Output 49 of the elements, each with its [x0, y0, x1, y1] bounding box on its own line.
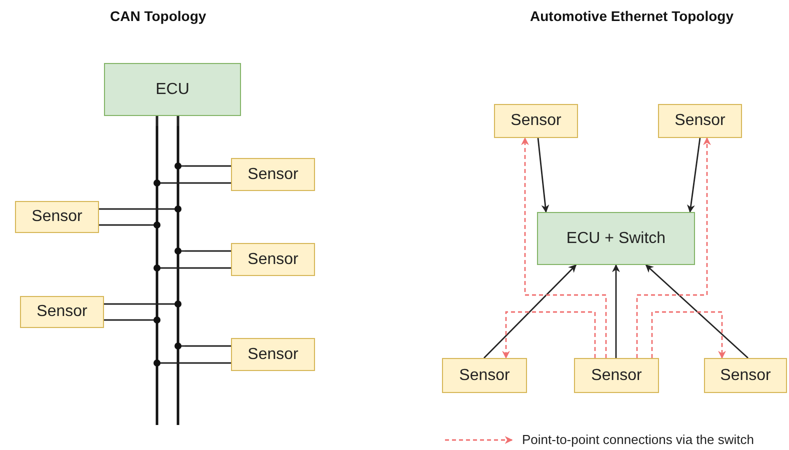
- sensor-box: [574, 358, 659, 393]
- wire: [185, 345, 231, 347]
- wire: [99, 208, 150, 210]
- section-heading: Automotive Ethernet Topology: [530, 8, 734, 24]
- node-label: Sensor: [591, 366, 642, 384]
- wire: [156, 116, 158, 126]
- wire: [185, 250, 231, 252]
- node-label: Sensor: [459, 366, 510, 384]
- node-label: Sensor: [248, 166, 298, 184]
- node-label: Sensor: [248, 250, 298, 268]
- sensor-box: [15, 201, 99, 233]
- sensor-box: [231, 338, 315, 371]
- sensor-box: [231, 158, 315, 191]
- node-label: ECU + Switch: [566, 230, 666, 248]
- arrow: [612, 264, 620, 358]
- sensor-box: [20, 296, 104, 328]
- legend-text: Point-to-point connections via the switch: [522, 432, 754, 447]
- wire: [176, 116, 180, 126]
- wire: [104, 319, 150, 321]
- arrow: [687, 138, 701, 213]
- wire: [185, 165, 231, 167]
- node-label: Sensor: [720, 366, 771, 384]
- sensor-box: [704, 358, 787, 393]
- node-label: Sensor: [510, 112, 562, 130]
- node-label: Sensor: [674, 112, 726, 130]
- sensor-box: [494, 104, 578, 138]
- node-label: Sensor: [248, 346, 298, 364]
- arrow: [645, 264, 748, 359]
- section-heading: CAN Topology: [110, 8, 206, 24]
- arrow: [484, 264, 577, 358]
- wire: [185, 182, 231, 184]
- dashed-arrow: [521, 137, 607, 358]
- wire: [185, 267, 231, 269]
- node-label: ECU: [156, 80, 190, 98]
- wire: [99, 224, 150, 226]
- sensor-box: [442, 358, 527, 393]
- dashed-arrow: [636, 137, 711, 358]
- dashed-arrow: [651, 311, 726, 359]
- node-label: Sensor: [32, 208, 82, 226]
- bus-drawing: [150, 126, 185, 425]
- sensor-box: [658, 104, 742, 138]
- controller-box: [537, 212, 695, 265]
- wire: [104, 303, 150, 305]
- dashed-arrow: [502, 311, 596, 359]
- sensor-box: [231, 243, 315, 276]
- node-label: Sensor: [36, 303, 88, 321]
- wire: [185, 362, 231, 364]
- controller-box: [104, 63, 241, 116]
- arrow: [537, 138, 550, 213]
